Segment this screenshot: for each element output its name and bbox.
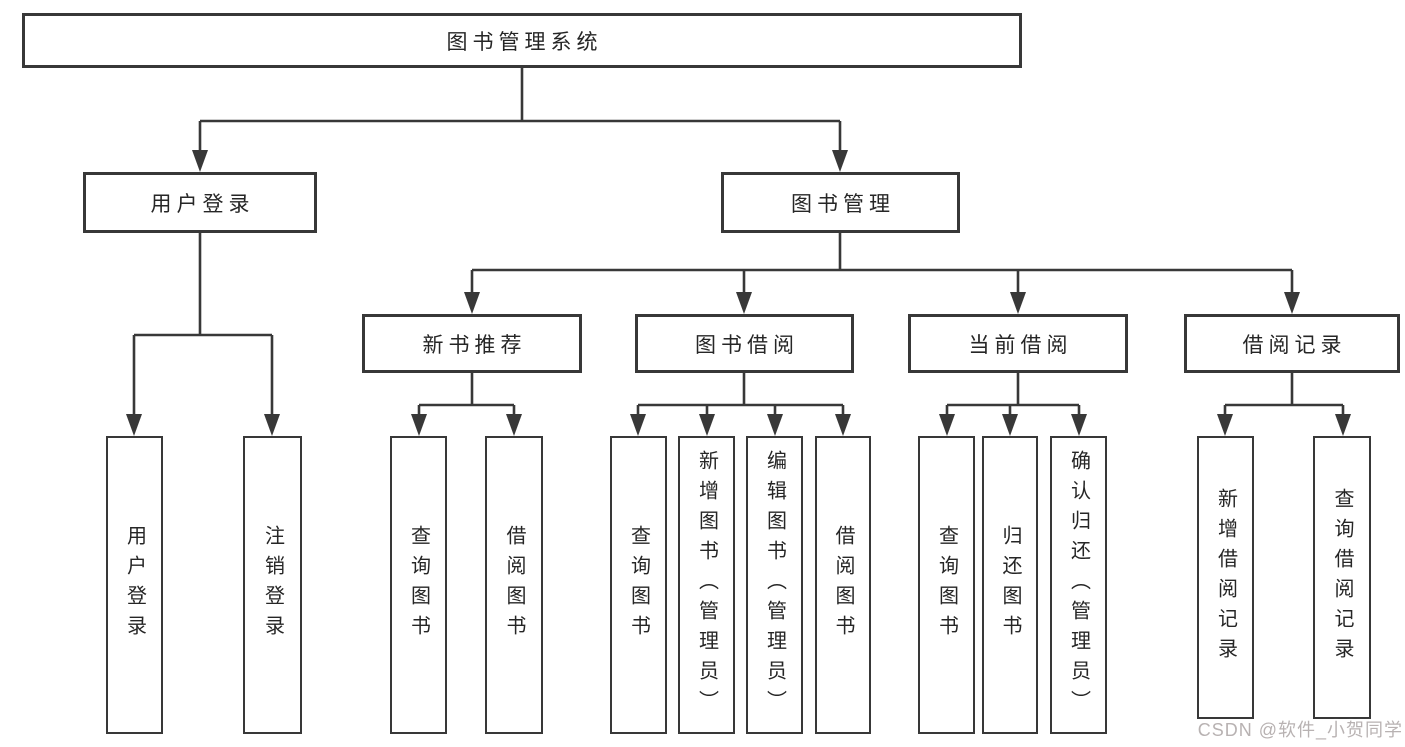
leaf-borrow-add-books-admin: 新增图书（管理员） [678, 436, 735, 734]
node-book-management-label: 图书管理 [791, 192, 895, 216]
leaf-user-login: 用户登录 [106, 436, 163, 734]
node-new-book-recommend-label: 新书推荐 [422, 333, 527, 357]
node-borrow-records: 借阅记录 [1184, 314, 1400, 373]
leaf-current-confirm-return-admin-label: 确认归还（管理员） [1067, 450, 1090, 720]
leaf-recommend-borrow-books-label: 借阅图书 [503, 525, 525, 645]
leaf-records-add-record-label: 新增借阅记录 [1214, 487, 1237, 668]
leaf-user-login-label: 用户登录 [123, 525, 146, 645]
leaf-logout-label: 注销登录 [261, 525, 284, 645]
leaf-records-query-record-label: 查询借阅记录 [1331, 487, 1353, 668]
leaf-recommend-query-books: 查询图书 [390, 436, 447, 734]
node-book-management: 图书管理 [721, 172, 960, 233]
leaf-current-return-books-label: 归还图书 [999, 525, 1021, 645]
leaf-current-return-books: 归还图书 [982, 436, 1038, 734]
leaf-borrow-borrow-books-label: 借阅图书 [832, 525, 854, 645]
node-root-label: 图书管理系统 [446, 30, 603, 54]
leaf-current-query-books-label: 查询图书 [935, 525, 958, 645]
leaf-current-query-books: 查询图书 [918, 436, 975, 734]
leaf-records-add-record: 新增借阅记录 [1197, 436, 1254, 719]
leaf-logout: 注销登录 [243, 436, 302, 734]
leaf-borrow-query-books: 查询图书 [610, 436, 667, 734]
leaf-records-query-record: 查询借阅记录 [1313, 436, 1371, 719]
csdn-watermark: CSDN @软件_小贺同学 [1197, 720, 1403, 740]
leaf-recommend-query-books-label: 查询图书 [407, 525, 430, 645]
node-user-login: 用户登录 [83, 172, 317, 233]
leaf-current-confirm-return-admin: 确认归还（管理员） [1050, 436, 1107, 734]
node-borrow-records-label: 借阅记录 [1242, 333, 1347, 357]
leaf-borrow-query-books-label: 查询图书 [627, 525, 650, 645]
leaf-borrow-borrow-books: 借阅图书 [815, 436, 871, 734]
node-current-borrow: 当前借阅 [908, 314, 1128, 373]
leaf-borrow-edit-books-admin: 编辑图书（管理员） [746, 436, 803, 734]
node-user-login-label: 用户登录 [150, 192, 255, 216]
leaf-borrow-edit-books-admin-label: 编辑图书（管理员） [763, 450, 786, 720]
node-book-borrow-label: 图书借阅 [695, 333, 799, 357]
node-book-borrow: 图书借阅 [635, 314, 854, 373]
leaf-recommend-borrow-books: 借阅图书 [485, 436, 543, 734]
arrowheads [126, 150, 1351, 436]
node-root: 图书管理系统 [22, 13, 1022, 68]
node-new-book-recommend: 新书推荐 [362, 314, 582, 373]
node-current-borrow-label: 当前借阅 [968, 333, 1073, 357]
leaf-borrow-add-books-admin-label: 新增图书（管理员） [695, 450, 718, 720]
